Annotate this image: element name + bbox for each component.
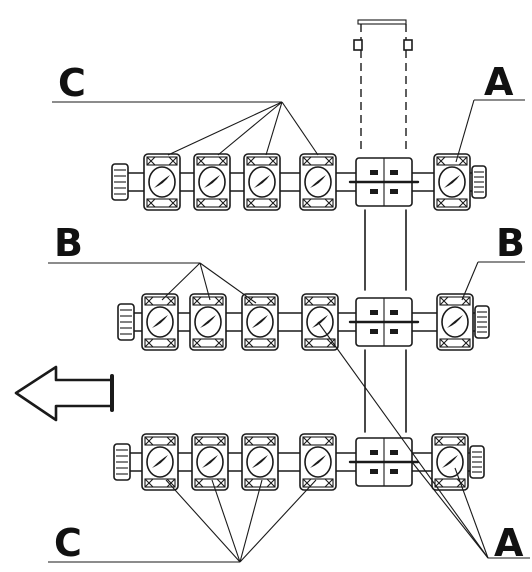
rotor-unit-right xyxy=(433,153,471,211)
rotor-unit xyxy=(141,433,179,491)
rotor-unit xyxy=(141,293,179,351)
rotor-unit xyxy=(243,153,281,211)
label-b-right: B xyxy=(496,221,525,265)
end-cap xyxy=(471,165,487,199)
unit-row xyxy=(113,433,485,491)
rotor-unit xyxy=(189,293,227,351)
unit-row xyxy=(117,293,490,351)
unit-rows xyxy=(111,153,490,491)
center-hub xyxy=(348,157,420,207)
unit-row xyxy=(111,153,487,211)
rotor-unit xyxy=(241,433,279,491)
rotor-unit-right xyxy=(436,293,474,351)
rotor-unit xyxy=(193,153,231,211)
end-cap xyxy=(469,445,485,479)
label-c-top: C xyxy=(58,61,86,105)
end-cap xyxy=(113,443,131,481)
rotor-unit xyxy=(299,433,337,491)
rotor-unit xyxy=(143,153,181,211)
label-b-left: B xyxy=(54,221,83,265)
center-frame xyxy=(353,19,413,433)
label-c-bottom: C xyxy=(54,521,82,565)
leader-lines xyxy=(48,99,530,563)
rotor-unit-right xyxy=(431,433,469,491)
center-hub xyxy=(348,297,420,347)
end-cap xyxy=(111,163,129,201)
end-cap xyxy=(117,303,135,341)
rotor-unit xyxy=(299,153,337,211)
end-cap xyxy=(474,305,490,339)
rotor-unit xyxy=(241,293,279,351)
rotor-unit xyxy=(191,433,229,491)
center-hub xyxy=(348,437,420,487)
arrow-left-icon xyxy=(14,365,114,422)
rotor-unit xyxy=(301,293,339,351)
label-a-bottom: A xyxy=(494,521,524,565)
label-a-top: A xyxy=(484,60,514,104)
